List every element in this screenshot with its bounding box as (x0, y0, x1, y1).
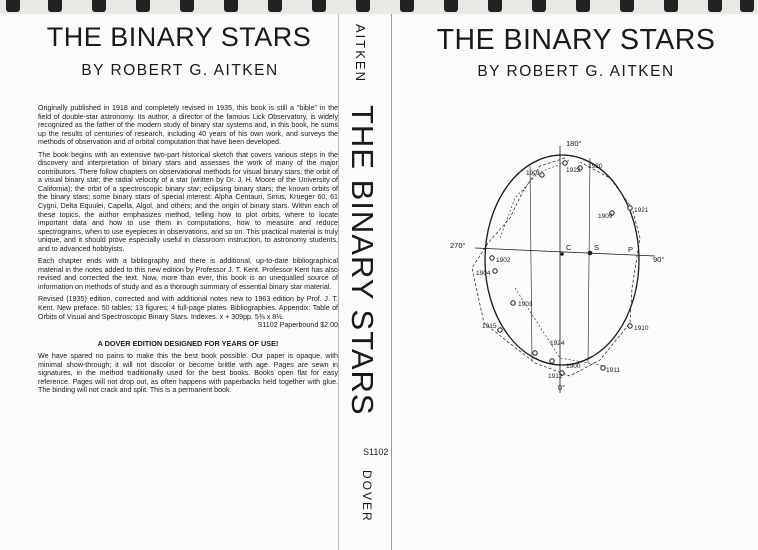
book-cover (0, 14, 758, 550)
orbit-diagram: 180° 0° 270° 90° C S P 1920 1922 1901 19… (450, 139, 664, 393)
spine-publisher: DOVER (360, 470, 374, 523)
binding-ring (92, 0, 106, 12)
true-orbit-ellipse (484, 154, 640, 366)
binding-ring (180, 0, 194, 12)
year-label: 1902 (496, 257, 511, 264)
observed-orbit-path (499, 159, 571, 239)
year-label: 1912 (548, 373, 563, 380)
observation-point (492, 268, 498, 274)
year-label: 1909 (598, 213, 613, 220)
binding-ring (400, 0, 414, 12)
binding-ring (312, 0, 326, 12)
axis-line (587, 157, 591, 364)
spiral-binding (0, 0, 758, 14)
observation-point (539, 172, 545, 178)
spine-title: THE BINARY STARS (345, 105, 380, 416)
observed-orbit-path (471, 157, 641, 377)
year-label: 1903 (518, 301, 533, 308)
year-label: 1904 (476, 270, 491, 277)
center-label: C (566, 243, 572, 252)
observation-point (559, 370, 565, 376)
star-label: S (594, 243, 599, 252)
binding-ring (532, 0, 546, 12)
year-label: 1924 (550, 340, 565, 347)
observation-point (627, 205, 633, 211)
binding-ring (356, 0, 370, 12)
observation-point (609, 210, 615, 216)
primary-star (587, 250, 593, 256)
binding-ring (740, 0, 754, 12)
angle-label-top: 180° (566, 139, 582, 148)
binding-ring (136, 0, 150, 12)
year-label: 1920 (588, 163, 603, 170)
back-cover-title: THE BINARY STARS (46, 22, 312, 52)
spine-author: AITKEN (353, 24, 368, 83)
back-cover-blurb: Originally published in 1918 and complet… (38, 104, 338, 399)
edition-heading: A DOVER EDITION DESIGNED FOR YEARS OF US… (97, 338, 279, 348)
spine-catalog-number: S1102 (363, 447, 389, 457)
binding-ring (576, 0, 590, 12)
angle-label-left: 270° (450, 241, 466, 250)
center-point (560, 252, 564, 256)
binding-ring (268, 0, 282, 12)
year-label: 1921 (634, 207, 649, 214)
observation-point (532, 350, 538, 356)
edition-text: We have spared no pains to make this the… (38, 352, 338, 395)
year-label: 1922 (566, 167, 581, 174)
binding-ring (664, 0, 678, 12)
blurb-paragraph: The book begins with an extensive two-pa… (38, 150, 338, 253)
binding-ring (708, 0, 722, 12)
observation-point (627, 323, 633, 329)
back-cover-author: BY ROBERT G. AITKEN (81, 62, 279, 79)
binding-ring (444, 0, 458, 12)
horizontal-axis (474, 247, 656, 257)
book-spine (338, 14, 392, 550)
observation-point (497, 327, 503, 333)
price-line: S1102 Paperbound $2.00 (257, 321, 338, 330)
year-label: 1910 (634, 325, 649, 332)
observation-point (562, 160, 568, 166)
observation-point (510, 300, 516, 306)
blurb-paragraph: Originally published in 1918 and complet… (38, 104, 338, 147)
angle-label-right: 90° (653, 255, 664, 264)
blurb-paragraph: Each chapter ends with a bibliography an… (38, 257, 338, 291)
angle-label-bottom: 0° (558, 383, 565, 392)
binding-ring (488, 0, 502, 12)
observation-point (489, 255, 495, 261)
blurb-paragraph: Revised (1935) edition, corrected and wi… (38, 295, 338, 321)
observation-point (549, 358, 555, 364)
axis-line (529, 165, 533, 361)
observed-orbit-path (514, 287, 606, 367)
observation-point (577, 165, 583, 171)
year-label: 1915 (482, 323, 497, 330)
front-cover-title: THE BINARY STARS (436, 24, 716, 56)
year-label: 1911 (606, 367, 620, 374)
binding-ring (6, 0, 20, 12)
binding-ring (48, 0, 62, 12)
front-cover-author: BY ROBERT G. AITKEN (477, 63, 675, 80)
periastron-label: P (628, 245, 633, 254)
binding-ring (620, 0, 634, 12)
observation-point (600, 365, 606, 371)
year-label: 1901 (526, 170, 541, 177)
year-label: 1900 (566, 363, 581, 370)
binding-ring (224, 0, 238, 12)
